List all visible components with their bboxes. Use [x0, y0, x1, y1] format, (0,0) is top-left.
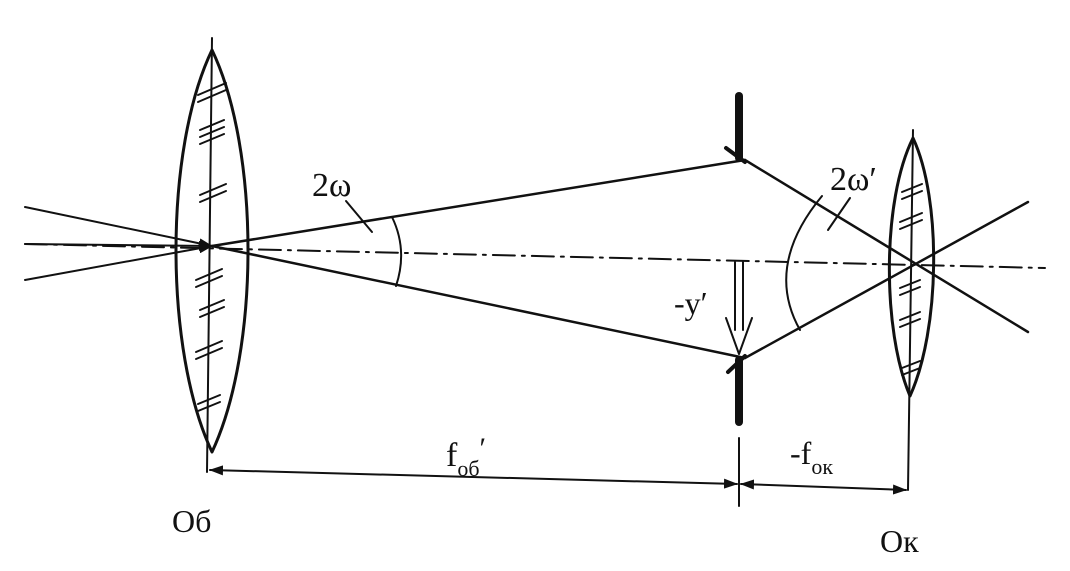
label-angle-objective: 2ω — [312, 167, 351, 204]
incoming-rays — [24, 206, 213, 281]
label-eyepiece: Ок — [880, 523, 919, 559]
angle-arc-objective — [391, 216, 403, 287]
objective-lens — [174, 37, 250, 473]
objective-hatch-marks — [195, 82, 227, 412]
label-objective: Об — [172, 503, 211, 539]
eyepiece-hatch-marks — [899, 183, 923, 376]
focal-dimension-objective — [209, 465, 738, 489]
image-arrow — [725, 261, 753, 355]
objective-chief-rays — [210, 158, 747, 360]
field-stop — [724, 92, 747, 426]
focal-dimension-eyepiece — [740, 479, 907, 495]
optical-axis — [24, 243, 1046, 269]
eyepiece-rays — [743, 158, 1030, 360]
label-image-size: -y′ — [674, 285, 708, 321]
eyepiece-lens — [887, 129, 936, 491]
angle-pointer-objective — [345, 200, 373, 233]
label-focal-objective: fоб′ — [446, 432, 486, 481]
angle-pointer-eyepiece — [827, 197, 851, 231]
label-angle-eyepiece: 2ω′ — [830, 161, 877, 198]
angle-arc-eyepiece — [785, 195, 823, 331]
label-focal-eyepiece: -fок — [790, 435, 833, 479]
